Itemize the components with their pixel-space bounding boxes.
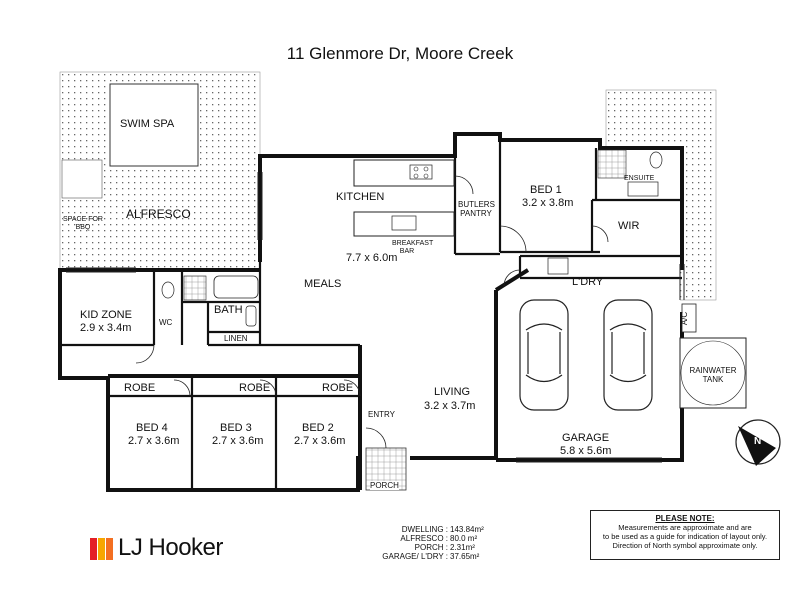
area-label: GARAGE/ L'DRY : (382, 552, 448, 561)
address-title: 11 Glenmore Dr, Moore Creek (286, 44, 514, 63)
label-ac: A/C (680, 311, 690, 326)
label-bed2-size: 2.7 x 3.6m (294, 435, 346, 447)
north-label: N (754, 436, 762, 447)
label-bed1: BED 1 (530, 184, 562, 196)
ac-unit (681, 303, 697, 333)
note-line: Direction of North symbol approximate on… (612, 541, 758, 550)
car-left (519, 299, 569, 411)
label-swim-spa: SWIM SPA (120, 118, 175, 130)
label-breakfast-bar: BREAKFAST BAR (392, 240, 434, 255)
island-bench (353, 211, 455, 237)
label-living-size: 3.2 x 3.7m (424, 400, 476, 412)
label-rainwater-tank: RAINWATER TANK (689, 366, 737, 384)
label-kid-zone: KID ZONE (80, 309, 132, 321)
label-bbq-space: SPACE FOR BBQ (63, 216, 103, 231)
lj-hooker-logo-mark (90, 538, 113, 560)
note-line: to be used as a guide for indication of … (602, 532, 768, 541)
area-row: PORCH :2.31m² (330, 543, 484, 552)
label-bed2: BED 2 (302, 422, 334, 434)
bbq-space (61, 159, 103, 199)
label-kid-zone-size: 2.9 x 3.4m (80, 322, 132, 334)
area-value: 2.31m² (450, 543, 475, 552)
area-row: GARAGE/ L'DRY :37.65m² (330, 552, 484, 561)
note-line: Measurements are approximate and are (618, 523, 752, 532)
label-butlers-pantry: BUTLERS PANTRY (458, 200, 495, 218)
car-right (603, 299, 653, 411)
brand-logo: LJ Hooker (90, 534, 223, 562)
label-alfresco: ALFRESCO (126, 207, 191, 221)
note-heading: PLEASE NOTE: (655, 514, 715, 523)
label-robe-bed4: ROBE (124, 382, 156, 394)
north-arrow-icon (735, 419, 781, 466)
area-value: 37.65m² (450, 552, 480, 561)
area-value: 80.0 m² (450, 534, 478, 543)
label-bed1-size: 3.2 x 3.8m (522, 197, 574, 209)
area-row: ALFRESCO :80.0 m² (330, 534, 484, 543)
label-living: LIVING (434, 386, 471, 398)
label-ensuite: ENSUITE (624, 175, 655, 182)
brand-name: LJ Hooker (118, 534, 223, 561)
label-wir: WIR (618, 220, 640, 232)
label-bed3-size: 2.7 x 3.6m (212, 435, 264, 447)
area-label: DWELLING : (401, 525, 448, 534)
label-porch: PORCH (370, 481, 399, 490)
swim-spa (109, 83, 199, 167)
label-bed4: BED 4 (136, 422, 168, 434)
label-meals: MEALS (304, 278, 342, 290)
label-bed3: BED 3 (220, 422, 252, 434)
kitchen-bench (353, 159, 455, 187)
area-row: DWELLING :143.84m² (330, 525, 484, 534)
area-value: 143.84m² (450, 525, 484, 534)
label-bath: BATH (214, 304, 243, 316)
label-wc: WC (159, 318, 173, 327)
area-label: ALFRESCO : (400, 534, 448, 543)
area-label: PORCH : (414, 543, 448, 552)
label-kitchen: KITCHEN (336, 191, 385, 203)
label-linen: LINEN (224, 334, 248, 343)
label-garage: GARAGE (562, 432, 610, 444)
label-entry: ENTRY (368, 410, 395, 419)
area-summary: DWELLING :143.84m² ALFRESCO :80.0 m² POR… (330, 525, 484, 561)
label-garage-size: 5.8 x 5.6m (560, 445, 612, 457)
label-robe-bed2: ROBE (322, 382, 354, 394)
label-robe-bed3: ROBE (239, 382, 271, 394)
label-bed4-size: 2.7 x 3.6m (128, 435, 180, 447)
label-kitchen-size: 7.7 x 6.0m (346, 252, 398, 264)
disclaimer-note: PLEASE NOTE: Measurements are approximat… (590, 510, 780, 560)
label-laundry: L'DRY (572, 276, 604, 288)
